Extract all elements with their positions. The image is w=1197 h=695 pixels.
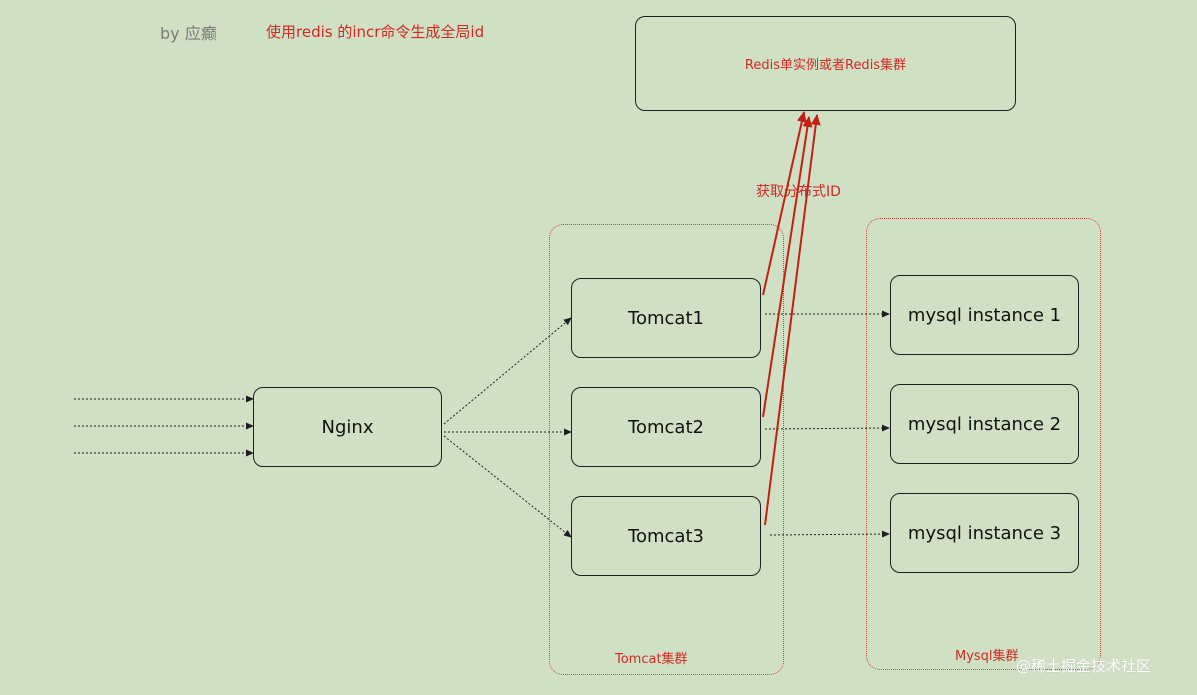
mysql-node-label: mysql instance 2 (907, 413, 1062, 435)
nginx-to-tomcat3-arrow (443, 435, 572, 538)
tomcat-node-label: Tomcat1 (628, 307, 704, 329)
redis-node-label: Redis单实例或者Redis集群 (744, 58, 907, 73)
tomcat-node: Tomcat3 (571, 496, 761, 576)
tomcat-node-label: Tomcat2 (628, 416, 704, 438)
author-credit: by 应癫 (160, 24, 217, 43)
diagram-title: 使用redis 的incr命令生成全局id (266, 23, 485, 41)
tomcat-cluster-boundary (549, 224, 784, 675)
tomcat3-to-redis-arrow (764, 114, 821, 526)
tomcat2-to-redis-arrow (762, 116, 813, 418)
watermark-text: @稀土掘金技术社区 (1016, 657, 1152, 675)
get-distributed-id-label: 获取分布式ID (756, 184, 841, 200)
mysql-node-label: mysql instance 1 (907, 304, 1062, 326)
tomcat2-to-mysql2-arrow (764, 424, 890, 432)
mysql-cluster-label: Mysql集群 (955, 649, 1019, 664)
tomcat-node-label: Tomcat3 (628, 525, 704, 547)
nginx-node: Nginx (253, 387, 442, 467)
mysql-node: mysql instance 3 (890, 493, 1079, 573)
mysql-node-label: mysql instance 3 (907, 522, 1062, 544)
nginx-to-tomcat1-arrow (443, 317, 572, 425)
mysql-node: mysql instance 1 (890, 275, 1079, 355)
mysql-node: mysql instance 2 (890, 384, 1079, 464)
tomcat3-to-mysql3-arrow (769, 530, 890, 538)
nginx-node-label: Nginx (321, 416, 374, 438)
redis-node: Redis单实例或者Redis集群 (635, 16, 1016, 111)
tomcat1-to-redis-arrow (762, 111, 807, 296)
tomcat-node: Tomcat1 (571, 278, 761, 358)
tomcat-node: Tomcat2 (571, 387, 761, 467)
tomcat-cluster-label: Tomcat集群 (615, 652, 688, 667)
mysql-cluster-boundary (866, 218, 1101, 670)
